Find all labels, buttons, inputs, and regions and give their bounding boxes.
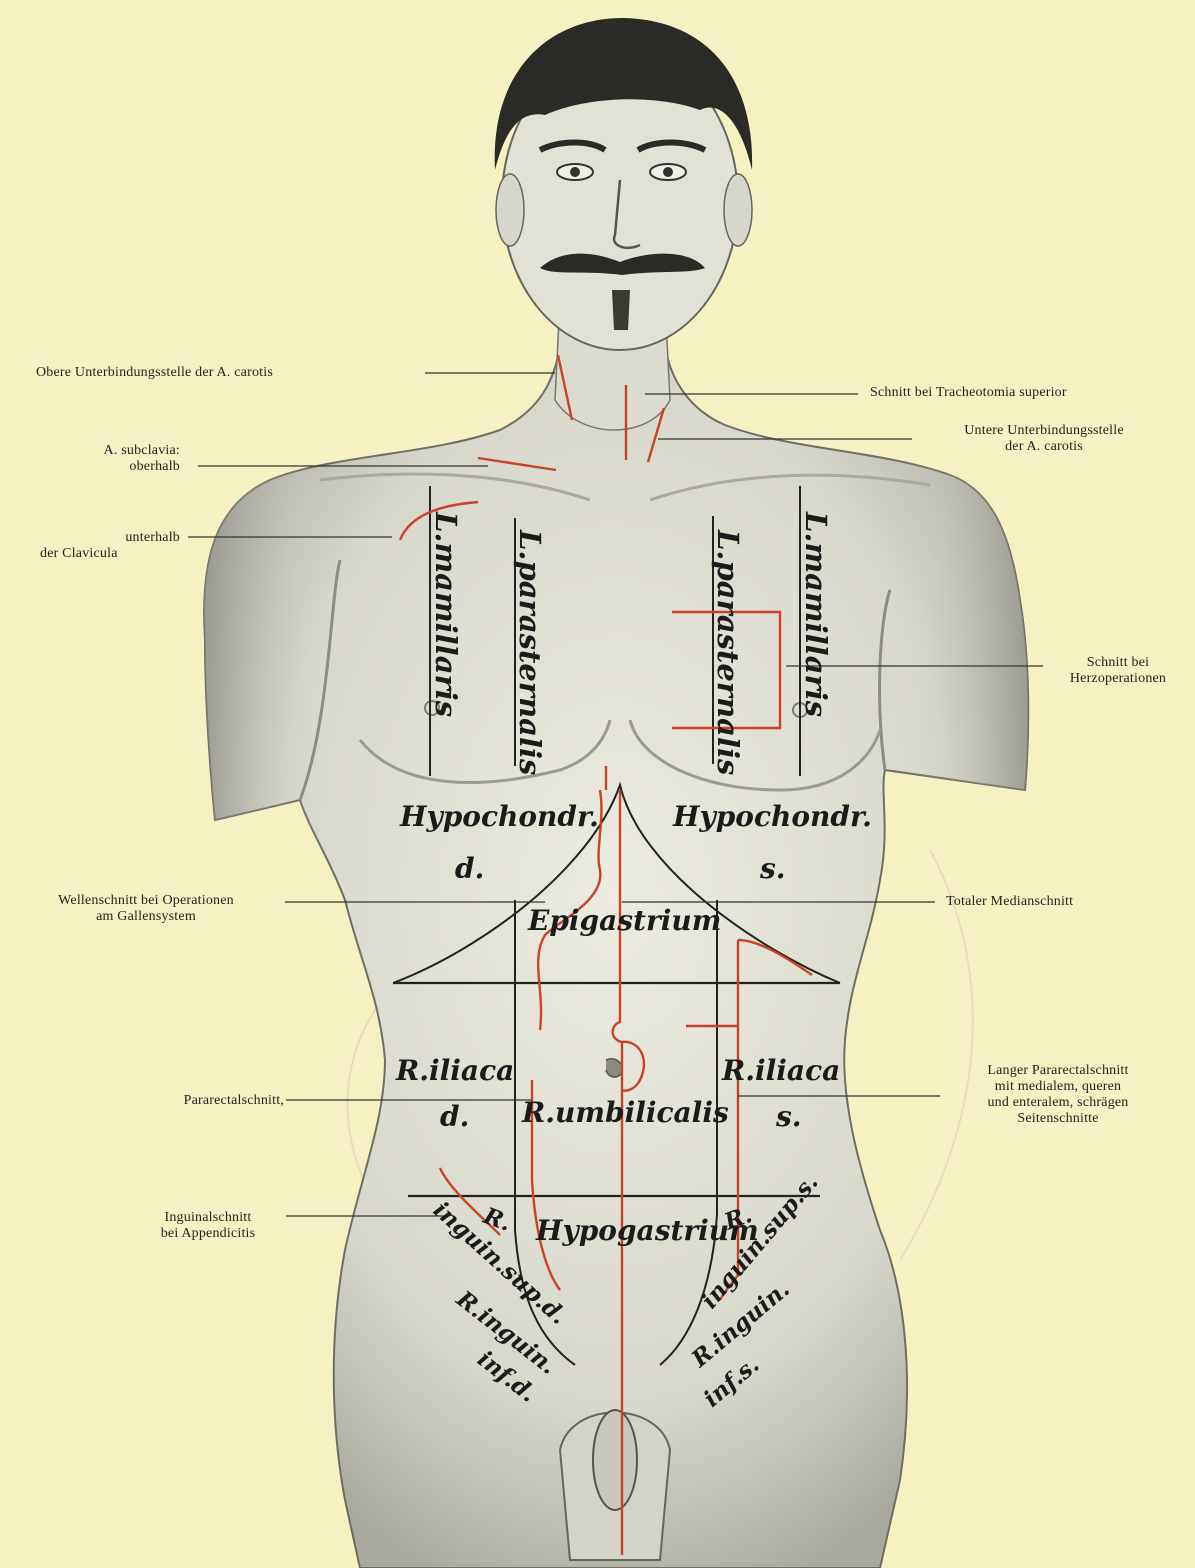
- annotation-inguinal-line1: Inguinalschnitt: [130, 1210, 286, 1226]
- annotation-untere-carotis-line2: der A. carotis: [912, 439, 1176, 455]
- annotation-unterhalb-line2: der Clavicula: [30, 546, 180, 562]
- label-parasternalis-left: L.parasternalis: [711, 529, 745, 775]
- annotation-langer-line2: mit medialem, queren: [940, 1079, 1176, 1095]
- annotation-langer: Langer Pararectalschnitt mit medialem, q…: [940, 1063, 1176, 1127]
- annotation-untere-carotis-line1: Untere Unterbindungsstelle: [912, 423, 1176, 439]
- genital: [593, 1410, 637, 1510]
- label-epigastrium: Epigastrium: [527, 904, 721, 937]
- label-iliaca-s-side: s.: [775, 1100, 802, 1133]
- label-hypochondr-d: Hypochondr.: [399, 800, 599, 833]
- label-mamillaris-right: L.mamillaris: [429, 511, 463, 717]
- annotation-subclavia-line2: oberhalb: [40, 459, 180, 475]
- annotation-unterhalb: unterhalb der Clavicula: [30, 530, 180, 562]
- annotation-inguinal: Inguinalschnitt bei Appendicitis: [130, 1210, 286, 1242]
- label-mamillaris-left: L.mamillaris: [799, 511, 833, 717]
- label-iliaca-d-side: d.: [440, 1100, 469, 1133]
- label-iliaca-s: R.iliaca: [721, 1054, 840, 1087]
- annotation-wellen-line1: Wellenschnitt bei Operationen: [8, 893, 284, 909]
- annotation-herz-line2: Herzoperationen: [1043, 671, 1193, 687]
- goatee: [612, 290, 630, 330]
- label-parasternalis-right: L.parasternalis: [513, 529, 547, 775]
- annotation-herz: Schnitt bei Herzoperationen: [1043, 655, 1193, 687]
- label-iliaca-d: R.iliaca: [395, 1054, 514, 1087]
- annotation-langer-line1: Langer Pararectalschnitt: [940, 1063, 1176, 1079]
- annotation-untere-carotis: Untere Unterbindungsstelle der A. caroti…: [912, 423, 1176, 455]
- annotation-unterhalb-line1: unterhalb: [30, 530, 180, 546]
- left-iris: [663, 167, 673, 177]
- left-ear: [724, 174, 752, 246]
- annotation-tracheotomia: Schnitt bei Tracheotomia superior: [870, 385, 1067, 401]
- right-iris: [570, 167, 580, 177]
- label-hypochondr-s-side: s.: [759, 852, 786, 885]
- annotation-subclavia-line1: A. subclavia:: [40, 443, 180, 459]
- annotation-obere-carotis: Obere Unterbindungsstelle der A. carotis: [36, 365, 273, 381]
- annotation-langer-line4: Seitenschnitte: [940, 1111, 1176, 1127]
- annotation-subclavia: A. subclavia: oberhalb: [40, 443, 180, 475]
- faint-outline-arc: [900, 850, 973, 1260]
- annotation-herz-line1: Schnitt bei: [1043, 655, 1193, 671]
- annotation-langer-line3: und enteralem, schrägen: [940, 1095, 1176, 1111]
- right-ear: [496, 174, 524, 246]
- annotation-median: Totaler Medianschnitt: [946, 894, 1073, 910]
- annotation-wellen-line2: am Gallensystem: [8, 909, 284, 925]
- annotation-pararectal: Pararectalschnitt,: [100, 1093, 284, 1109]
- label-hypochondr-s: Hypochondr.: [672, 800, 872, 833]
- label-hypochondr-d-side: d.: [455, 852, 484, 885]
- annotation-inguinal-line2: bei Appendicitis: [130, 1226, 286, 1242]
- label-umbilicalis: R.umbilicalis: [521, 1096, 729, 1129]
- annotation-wellen: Wellenschnitt bei Operationen am Gallens…: [8, 893, 284, 925]
- torso-side-shading: [204, 345, 1028, 1568]
- navel: [606, 1059, 622, 1077]
